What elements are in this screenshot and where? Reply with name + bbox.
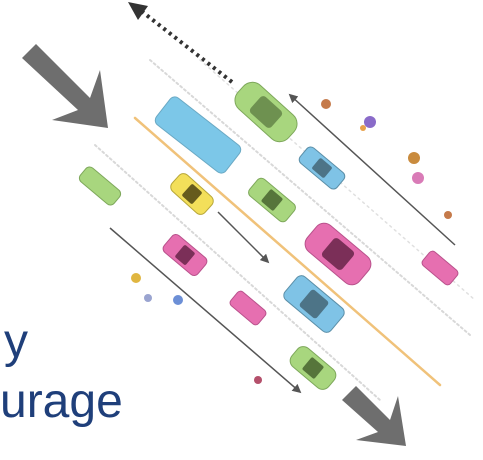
car-blue-2-icon — [281, 273, 346, 335]
car-green-2-icon — [247, 176, 298, 224]
pedestrian-icons — [254, 99, 452, 384]
car-green-bottom-icon — [287, 343, 339, 392]
big-arrow-icon-top — [22, 44, 108, 128]
bus-icon — [153, 95, 243, 176]
dotted-path-arrow-icon — [128, 2, 232, 82]
car-green-small-icon — [77, 165, 122, 207]
car-pink-large-icon — [301, 219, 375, 289]
car-green-icon — [230, 77, 302, 146]
slide-text-fragment: y — [4, 318, 28, 366]
car-pink-icon — [161, 232, 209, 277]
slide-text-fragment: urage — [0, 378, 123, 426]
car-blue-icon — [297, 145, 347, 191]
car-yellow-icon — [168, 171, 215, 217]
